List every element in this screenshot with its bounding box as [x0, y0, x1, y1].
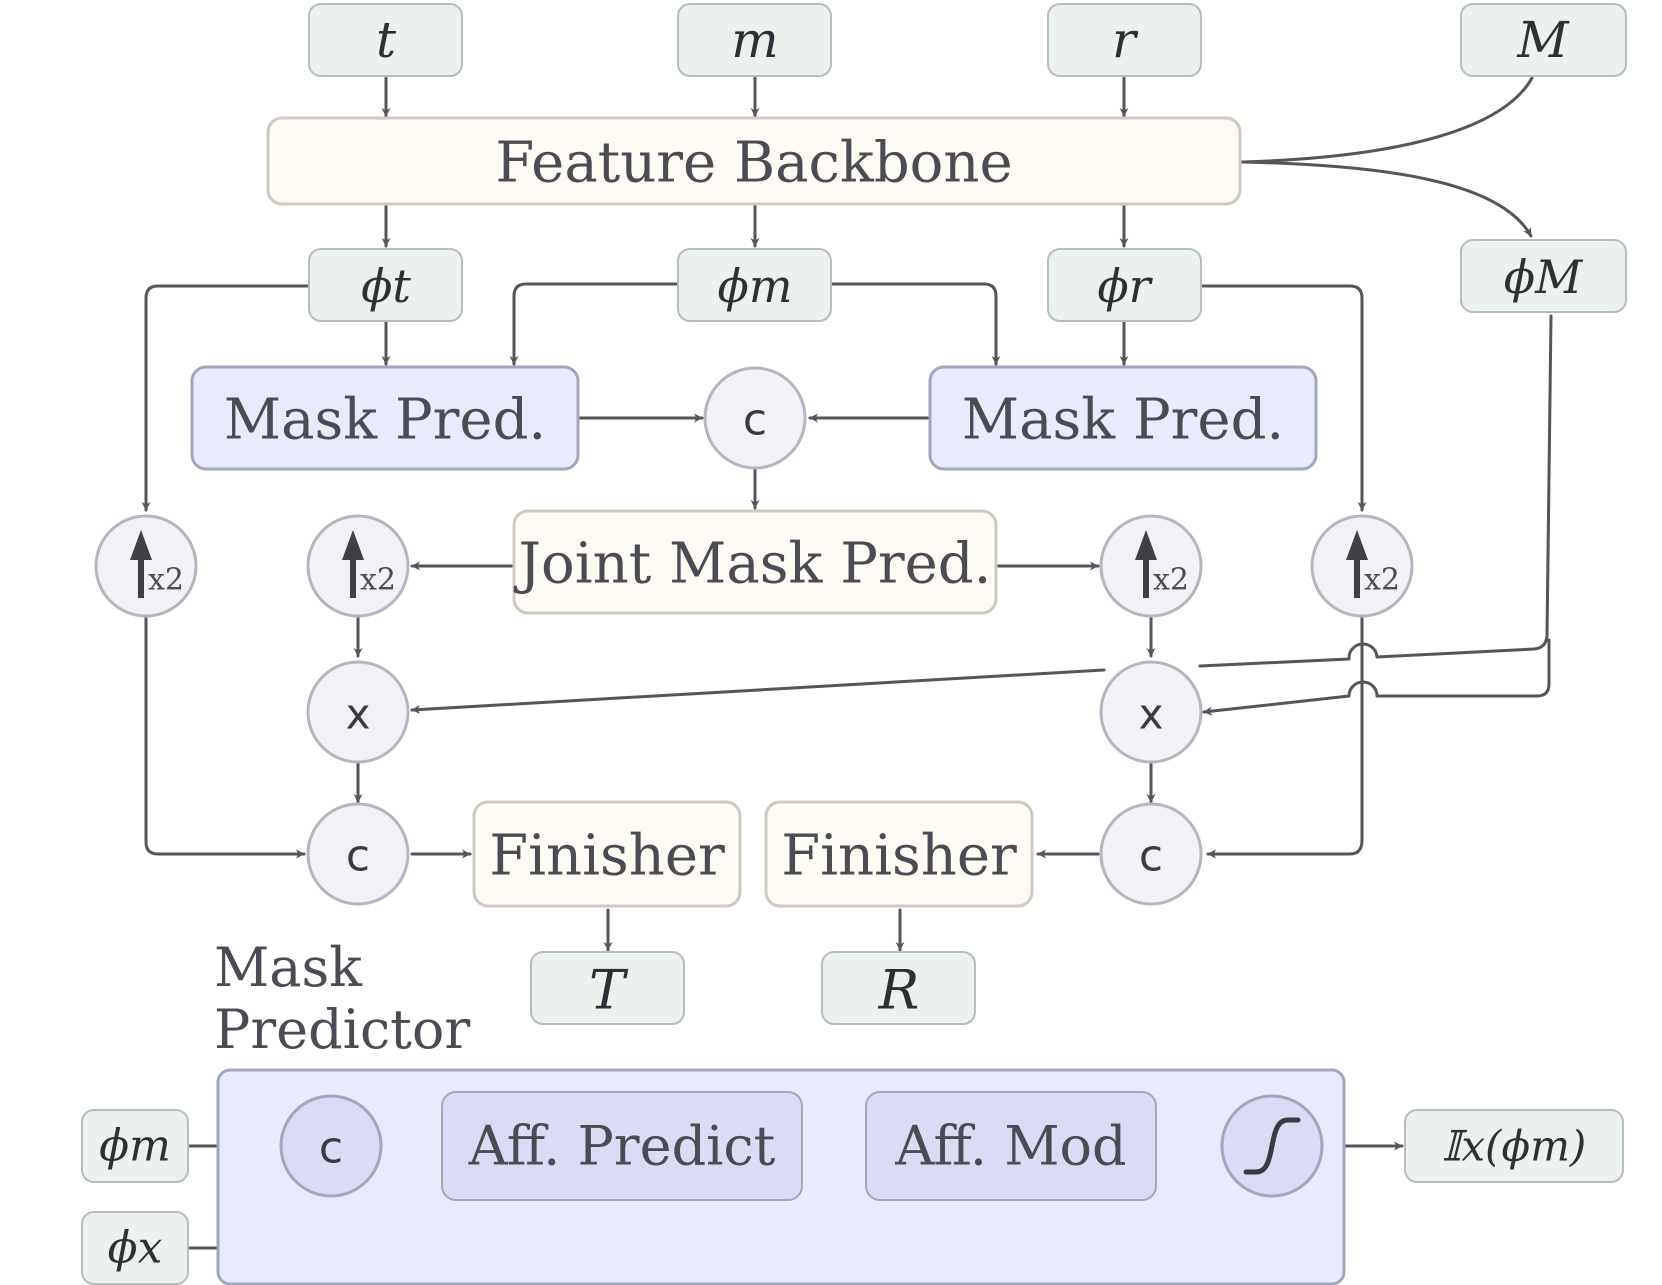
sigmoid-op [1220, 1094, 1324, 1198]
aff-predict-label: Aff. Predict [468, 1115, 776, 1178]
mask-pred-left: Mask Pred. [190, 365, 580, 471]
output-R-label: R [878, 959, 920, 1022]
up-arrow-icon [130, 530, 152, 598]
finisher-left: Finisher [472, 800, 742, 908]
up-arrow-icon [1135, 530, 1157, 598]
mp-input-phi-m: ϕm [81, 1109, 189, 1183]
feature-phi-m: ϕm [677, 248, 832, 322]
mask-predictor-title-line2: Predictor [214, 998, 470, 1061]
upsample-op-2: x2 [306, 514, 410, 618]
feature-phi-M-label: ϕM [1504, 250, 1584, 304]
joint-mask-pred: Joint Mask Pred. [512, 509, 998, 615]
input-t: t [308, 3, 463, 77]
mask-predictor-title: Mask Predictor [214, 936, 470, 1061]
input-m: m [677, 3, 832, 77]
aff-mod: Aff. Mod [865, 1091, 1157, 1201]
mask-predictor-title-line1: Mask [214, 936, 363, 999]
finisher-right-label: Finisher [781, 824, 1017, 889]
feature-phi-t: ϕt [308, 248, 463, 322]
feature-phi-r-label: ϕr [1097, 259, 1153, 313]
concat-op-right: c [1099, 802, 1203, 906]
mp-output-label: 𝕀x(ϕm) [1442, 1122, 1587, 1171]
feature-phi-M: ϕM [1460, 239, 1627, 313]
concat-op-top: c [703, 366, 807, 470]
upsample-factor: x2 [360, 563, 396, 598]
upsample-op-3: x2 [1099, 514, 1203, 618]
finisher-right: Finisher [764, 800, 1034, 908]
finisher-left-label: Finisher [489, 824, 725, 889]
upsample-op-4: x2 [1310, 514, 1414, 618]
multiply-op-left-label: x [346, 690, 371, 739]
feature-backbone-label: Feature Backbone [495, 131, 1012, 196]
output-T: T [530, 951, 685, 1025]
upsample-factor: x2 [1153, 563, 1189, 598]
mp-input-phi-m-label: ϕm [99, 1121, 171, 1172]
concat-op-left: c [306, 802, 410, 906]
multiply-op-right: x [1099, 660, 1203, 764]
mask-pred-right: Mask Pred. [928, 365, 1318, 471]
feature-phi-m-label: ϕm [718, 259, 793, 313]
multiply-op-left: x [306, 660, 410, 764]
output-T-label: T [589, 959, 629, 1022]
up-arrow-icon [342, 530, 364, 598]
output-R: R [821, 951, 976, 1025]
input-M-label: M [1516, 11, 1570, 69]
feature-phi-t-label: ϕt [361, 259, 411, 313]
feature-phi-r: ϕr [1047, 248, 1202, 322]
mp-output: 𝕀x(ϕm) [1404, 1109, 1624, 1183]
mp-concat-op-label: c [319, 1123, 343, 1174]
multiply-op-right-label: x [1139, 690, 1164, 739]
mask-pred-left-label: Mask Pred. [224, 388, 546, 453]
upsample-factor: x2 [148, 563, 184, 598]
concat-op-right-label: c [1139, 831, 1163, 882]
mp-input-phi-x-label: ϕx [108, 1223, 163, 1274]
concat-op-left-label: c [346, 831, 370, 882]
input-M: M [1460, 3, 1627, 77]
upsample-factor: x2 [1364, 563, 1400, 598]
mp-concat-op: c [279, 1094, 383, 1198]
aff-mod-label: Aff. Mod [894, 1115, 1126, 1178]
sigmoid-icon [1243, 1117, 1301, 1175]
concat-op-top-label: c [743, 395, 767, 446]
upsample-op-1: x2 [94, 514, 198, 618]
input-t-label: t [376, 11, 397, 69]
input-r-label: r [1112, 11, 1139, 69]
joint-mask-pred-label: Joint Mask Pred. [514, 532, 992, 597]
up-arrow-icon [1346, 530, 1368, 598]
input-m-label: m [731, 11, 778, 69]
input-r: r [1047, 3, 1202, 77]
aff-predict: Aff. Predict [441, 1091, 803, 1201]
feature-backbone: Feature Backbone [266, 116, 1242, 206]
mp-input-phi-x: ϕx [81, 1211, 189, 1285]
mask-pred-right-label: Mask Pred. [962, 388, 1284, 453]
